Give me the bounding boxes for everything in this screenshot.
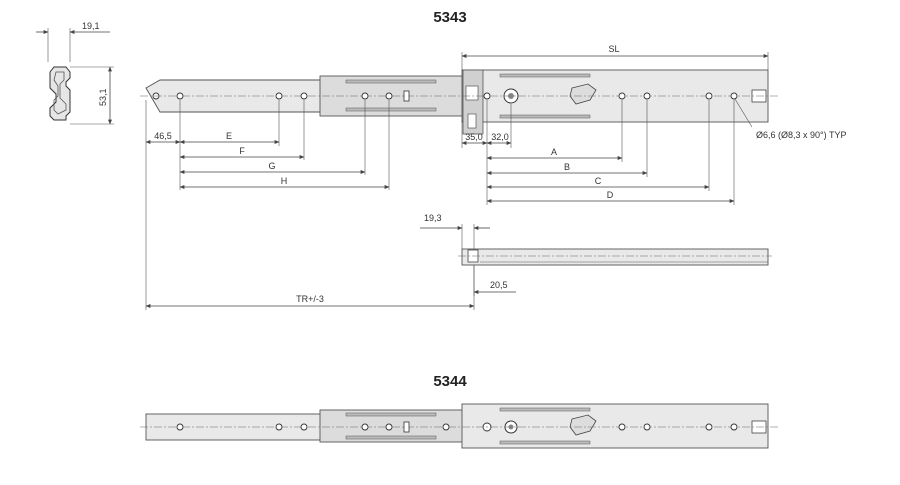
dim-sl-label: SL <box>608 44 619 54</box>
dim-19-3-label: 19,3 <box>424 213 442 223</box>
dim-tr: TR+/-3 <box>145 265 475 310</box>
dim-tr-label: TR+/-3 <box>296 294 324 304</box>
dim-35-label: 35,0 <box>465 132 483 142</box>
dim-32-label: 32,0 <box>491 132 509 142</box>
profile-section: 19,1 53,1 <box>36 21 114 125</box>
profile-width-label: 19,1 <box>82 21 100 31</box>
model-title-5343: 5343 <box>433 9 466 26</box>
dim-a-label: A <box>551 147 557 157</box>
dim-sl: SL <box>461 44 769 70</box>
dim-f-label: F <box>239 146 245 156</box>
dims-right: A B C D <box>486 100 735 205</box>
slide-5343 <box>140 69 780 135</box>
dim-g-label: G <box>268 161 275 171</box>
hole-note-label: Ø6,6 (Ø8,3 x 90°) TYP <box>756 130 846 140</box>
slide-5344 <box>140 403 780 449</box>
dim-46-5-label: 46,5 <box>154 131 172 141</box>
dim-d-label: D <box>607 190 614 200</box>
dim-e-label: E <box>226 131 232 141</box>
profile-height-label: 53,1 <box>98 88 108 106</box>
dim-h-label: H <box>281 176 288 186</box>
dim-c-label: C <box>595 176 602 186</box>
hole-note: Ø6,6 (Ø8,3 x 90°) TYP <box>734 98 846 140</box>
model-title-5344: 5344 <box>433 373 467 390</box>
dims-left: 46,5 E F G H <box>145 100 390 310</box>
retracted-rail: 19,3 20,5 <box>420 213 772 296</box>
dim-20-5-label: 20,5 <box>490 280 508 290</box>
dim-b-label: B <box>564 162 570 172</box>
